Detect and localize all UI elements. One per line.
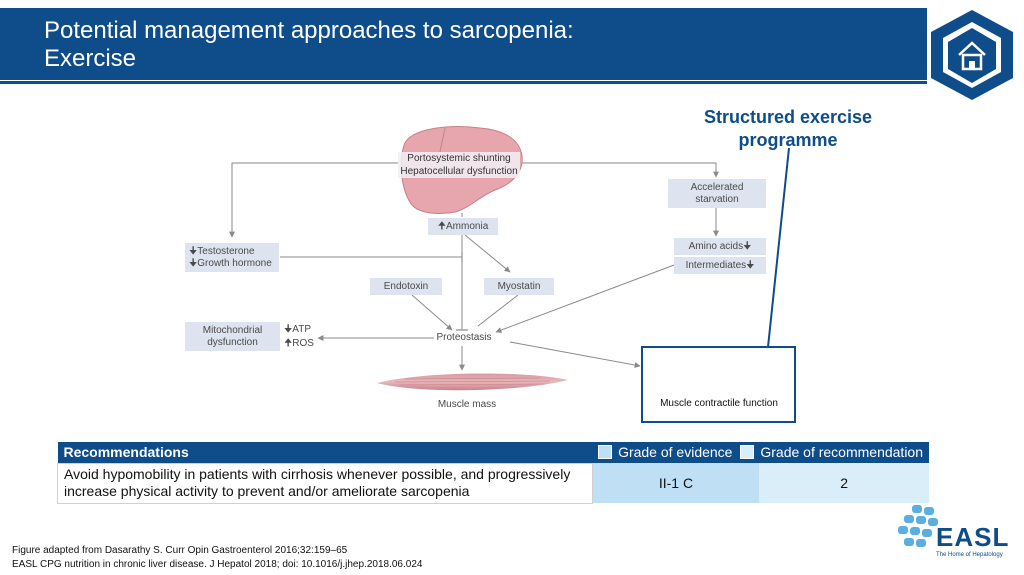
muscle-contractile-label: Muscle contractile function [660, 398, 778, 409]
easl-logo: EASL The Home of Hepatology [898, 505, 1014, 567]
home-icon [958, 41, 986, 71]
grade-of-evidence-cell: II-1 C [592, 463, 760, 503]
easl-logo-mark [898, 505, 938, 547]
arrow-down-icon: 🠋 [189, 257, 198, 269]
easl-tagline: The Home of Hepatology [936, 552, 1003, 558]
home-button[interactable] [927, 8, 1017, 102]
evidence-swatch [598, 444, 613, 459]
arrow-down-icon: 🠋 [189, 245, 198, 257]
grade-legend: Grade of evidence Grade of recommendatio… [592, 442, 929, 463]
arrow-up-icon: 🠉 [284, 338, 293, 349]
recommendation-row: Avoid hypomobility in patients with cirr… [57, 462, 929, 504]
ammonia-box: 🠉Ammonia [428, 218, 498, 235]
structured-exercise-callout: Structured exercise programme [703, 107, 873, 150]
footnote-figure-source: Figure adapted from Dasarathy S. Curr Op… [12, 545, 348, 556]
amino-acids-box: Amino acids🠋 [674, 238, 766, 255]
footnotes: Figure adapted from Dasarathy S. Curr Op… [12, 544, 422, 572]
page-title: Potential management approaches to sarco… [44, 17, 574, 72]
ros-label: 🠉ROS [284, 338, 314, 349]
endotoxin-box: Endotoxin [370, 278, 442, 295]
muscle-contractile-box [641, 346, 796, 423]
header-underline [0, 81, 927, 84]
footnote-guideline-source: EASL CPG nutrition in chronic liver dise… [12, 559, 423, 570]
mitochondrial-dysfunction-box: Mitochondrial dysfunction [185, 322, 280, 351]
arrow-down-icon: 🠋 [284, 324, 293, 335]
muscle-mass-label: Muscle mass [437, 399, 497, 410]
accelerated-starvation-box: Accelerated starvation [668, 179, 766, 208]
recommendation-swatch [740, 444, 755, 459]
recommendations-heading: Recommendations [63, 444, 189, 461]
proteostasis-label: Proteostasis [434, 331, 494, 345]
atp-label: 🠋ATP [284, 324, 311, 335]
easl-wordmark: EASL [936, 522, 1010, 552]
arrow-down-icon: 🠋 [746, 259, 755, 271]
muscle-mass-illustration [377, 373, 568, 391]
arrow-up-icon: 🠉 [437, 220, 447, 232]
intermediates-box: Intermediates🠋 [674, 257, 766, 274]
recommendations-header-row: Recommendations Grade of evidence Grade … [57, 442, 929, 463]
hormone-box: 🠋Testosterone 🠋Growth hormone [185, 243, 279, 272]
header-bar [0, 8, 927, 80]
myostatin-box: Myostatin [484, 278, 554, 295]
recommendations-table: Recommendations Grade of evidence Grade … [57, 442, 929, 504]
recommendation-text: Avoid hypomobility in patients with cirr… [57, 462, 593, 504]
grade-of-recommendation-cell: 2 [759, 463, 929, 503]
liver-label: Portosystemic shunting Hepatocellular dy… [398, 152, 520, 178]
arrow-down-icon: 🠋 [743, 240, 752, 252]
